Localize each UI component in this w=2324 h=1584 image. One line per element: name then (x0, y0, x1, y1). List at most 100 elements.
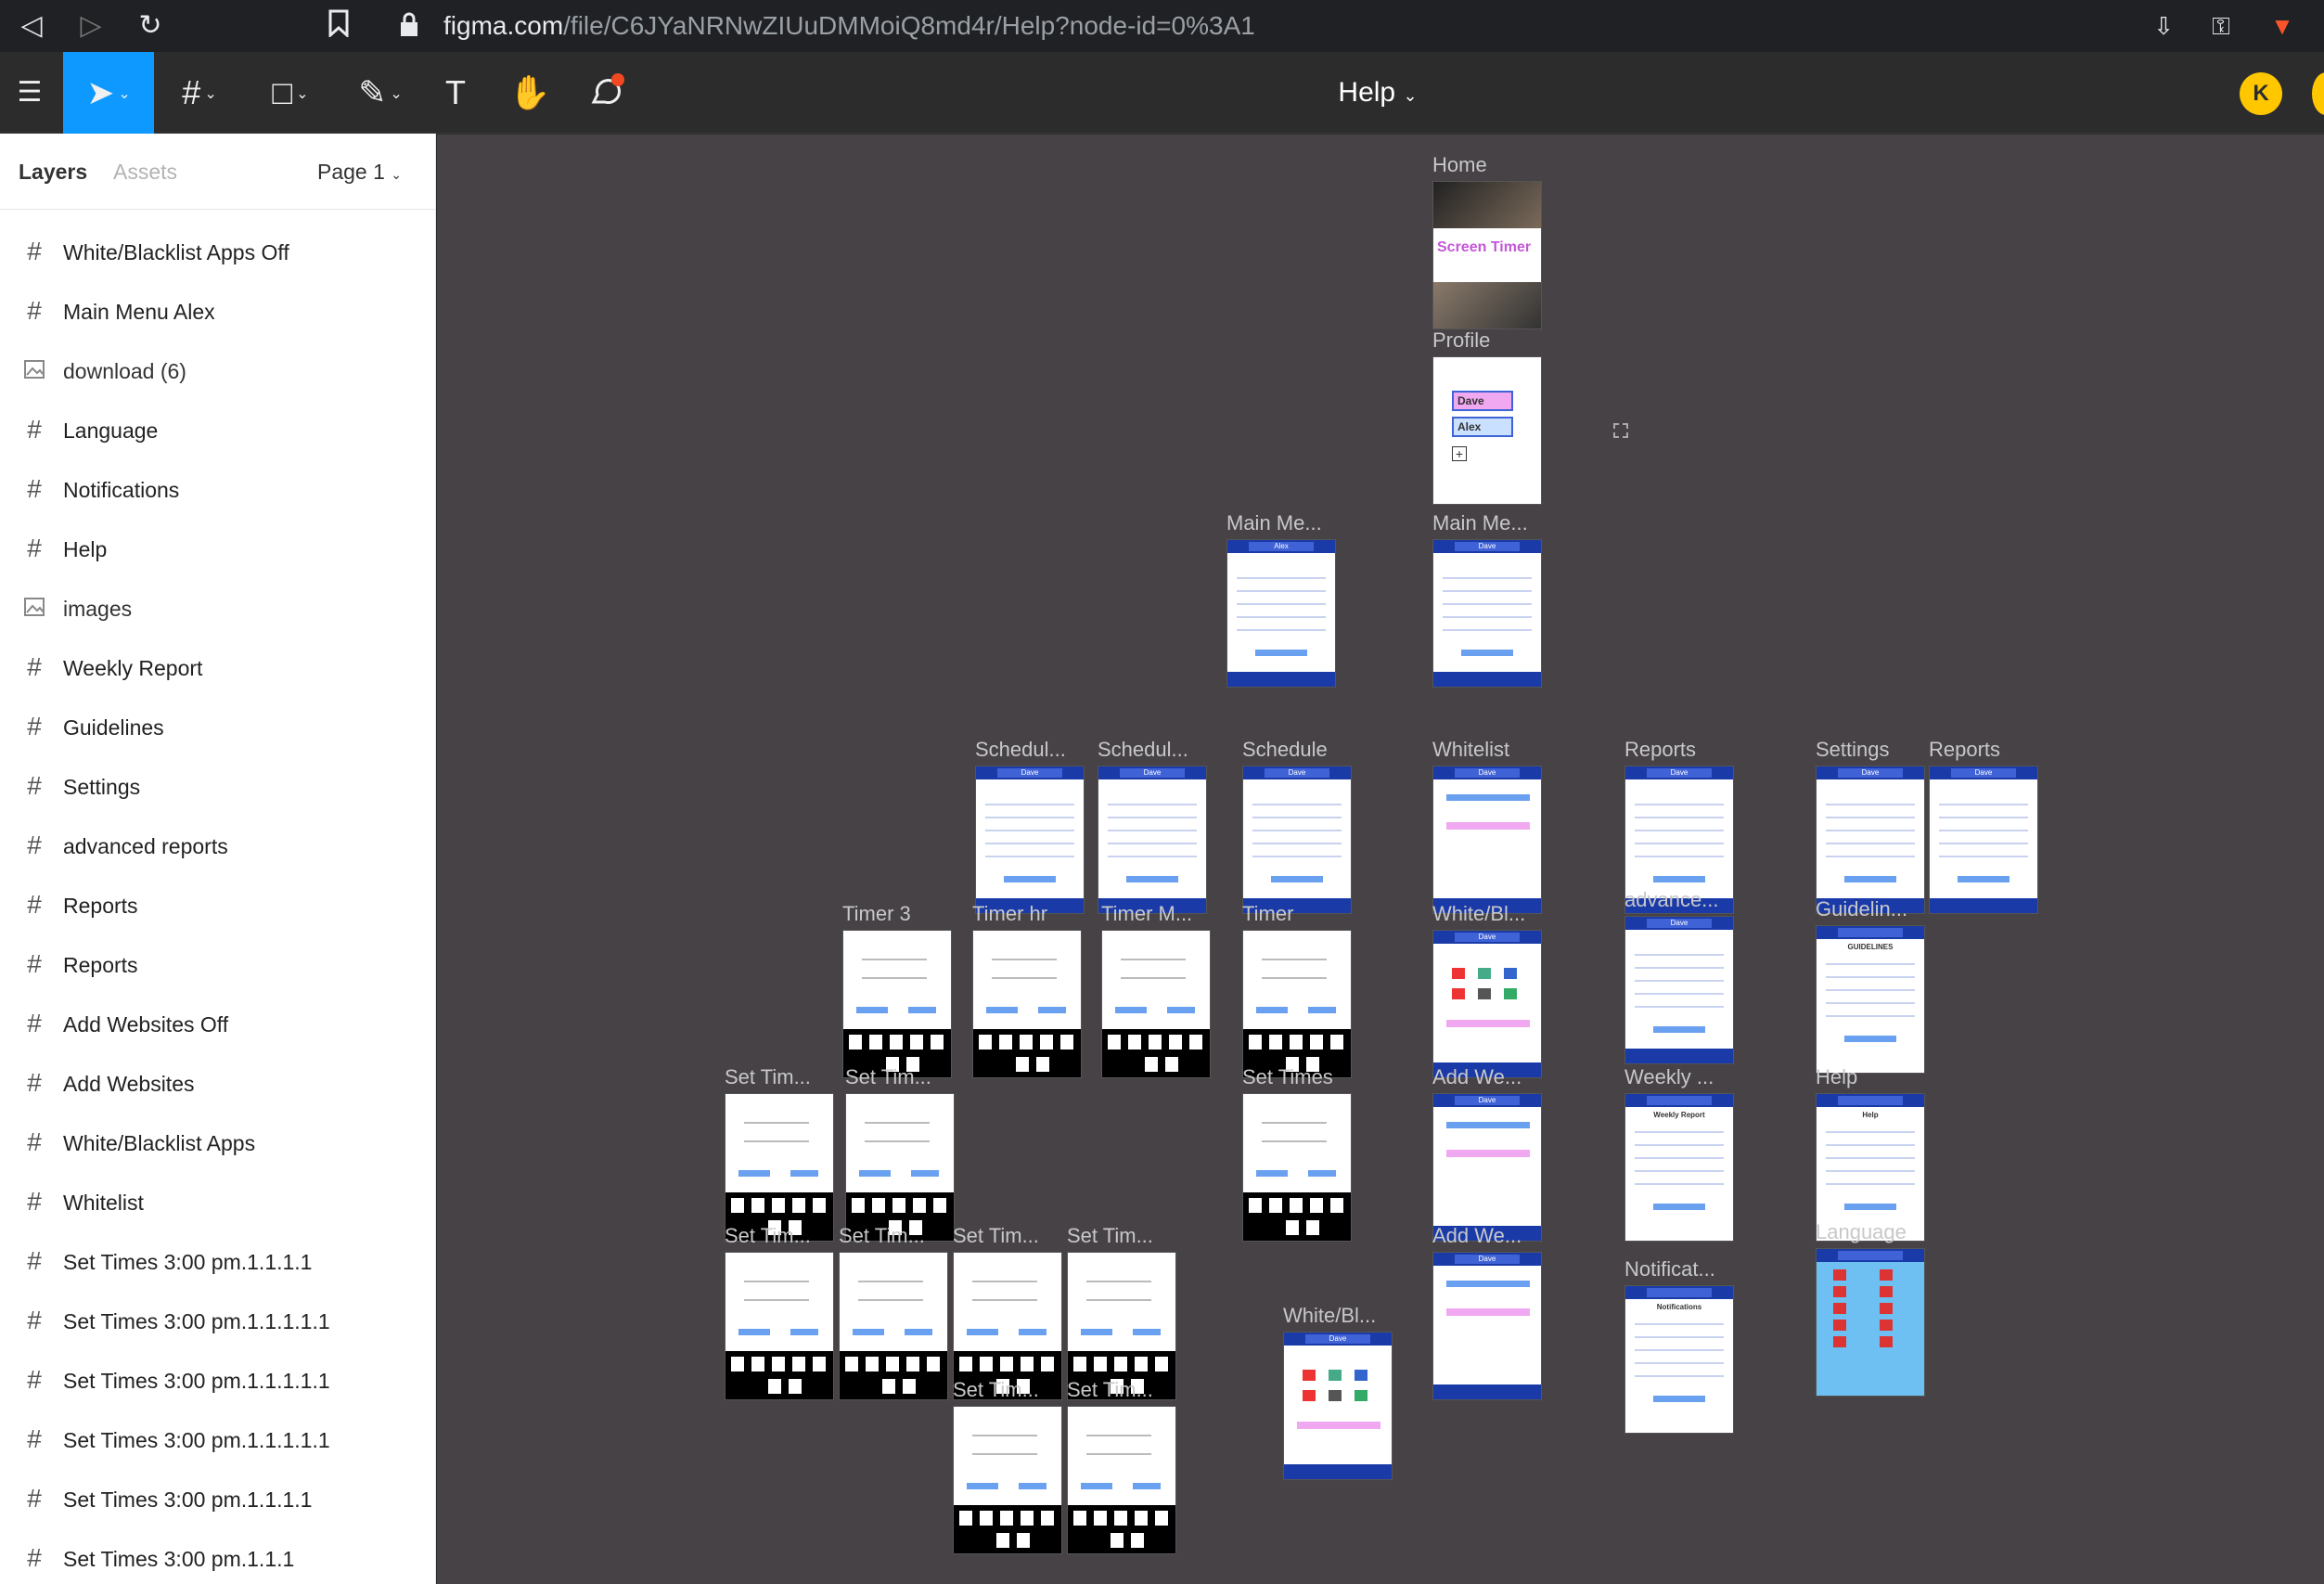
frame-label[interactable]: Guidelin... (1816, 897, 1908, 921)
layer-row[interactable]: #Notifications (0, 460, 436, 520)
frame-label[interactable]: Language (1816, 1220, 1907, 1243)
layer-row[interactable]: #Language (0, 401, 436, 460)
frame-thumbnail[interactable] (725, 1252, 834, 1400)
frame-thumbnail[interactable]: Dave (1432, 930, 1542, 1078)
frame-thumbnail[interactable] (1067, 1252, 1176, 1400)
layer-row[interactable]: #Main Menu Alex (0, 282, 436, 341)
frame-thumbnail[interactable]: Dave (1432, 1252, 1542, 1400)
download-icon[interactable]: ⇩ (2153, 12, 2174, 40)
frame-label[interactable]: Set Tim... (953, 1378, 1039, 1401)
frame-thumbnail[interactable]: Dave (1283, 1332, 1393, 1480)
text-tool-button[interactable]: T (445, 73, 466, 111)
frame-thumbnail[interactable] (845, 1093, 955, 1242)
frame-thumbnail[interactable]: Dave (1098, 766, 1207, 914)
frame-label[interactable]: Reports (1624, 738, 1697, 761)
layer-row[interactable]: #Whitelist (0, 1173, 436, 1232)
frame-thumbnail[interactable]: Help (1816, 1093, 1925, 1242)
frame-label[interactable]: Set Tim... (839, 1224, 925, 1247)
frame-label[interactable]: White/Bl... (1432, 902, 1526, 925)
frame-thumbnail[interactable] (1242, 930, 1352, 1078)
frame-label[interactable]: Set Tim... (953, 1224, 1039, 1247)
frame-label[interactable]: White/Bl... (1283, 1304, 1377, 1327)
frame-label[interactable]: Timer M... (1101, 902, 1193, 925)
layer-row[interactable]: #Reports (0, 876, 436, 935)
frame-thumbnail[interactable] (1816, 1248, 1925, 1397)
forward-icon[interactable]: ▷ (80, 10, 102, 41)
user-avatar[interactable]: K (2240, 72, 2282, 115)
frame-thumbnail[interactable]: Dave (1624, 766, 1734, 914)
frame-tool-button[interactable]: #⌄ (182, 73, 217, 111)
reload-icon[interactable]: ↻ (138, 10, 162, 41)
tab-layers[interactable]: Layers (19, 160, 88, 184)
shape-tool-button[interactable]: □⌄ (272, 73, 309, 111)
frame-label[interactable]: Schedul... (1098, 738, 1188, 761)
brave-shield-icon[interactable]: ▼ (2270, 12, 2294, 40)
bookmark-icon[interactable] (320, 9, 357, 43)
layer-row[interactable]: #advanced reports (0, 817, 436, 876)
share-avatar[interactable] (2312, 72, 2324, 115)
frame-thumbnail[interactable]: Dave (1816, 766, 1925, 914)
frame-label[interactable]: Set Times (1242, 1065, 1333, 1088)
frame-label[interactable]: Timer (1242, 902, 1294, 925)
layer-row[interactable]: #Guidelines (0, 698, 436, 757)
frame-thumbnail[interactable]: Screen Timer (1432, 181, 1542, 329)
layer-row[interactable]: #White/Blacklist Apps (0, 1114, 436, 1173)
layer-row[interactable]: images (0, 579, 436, 638)
frame-thumbnail[interactable]: Dave (1432, 766, 1542, 914)
file-title[interactable]: Help ⌄ (1338, 77, 1418, 108)
frame-label[interactable]: Schedul... (975, 738, 1066, 761)
layer-row[interactable]: #Add Websites (0, 1054, 436, 1114)
frame-label[interactable]: Timer 3 (842, 902, 911, 925)
frame-thumbnail[interactable] (953, 1252, 1062, 1400)
layer-row[interactable]: #Weekly Report (0, 638, 436, 698)
frame-label[interactable]: Notificat... (1624, 1257, 1715, 1281)
frame-thumbnail[interactable]: Dave (1929, 766, 2038, 914)
frame-thumbnail[interactable]: Weekly Report (1624, 1093, 1734, 1242)
layer-row[interactable]: #Reports (0, 935, 436, 995)
frame-label[interactable]: Main Me... (1226, 511, 1322, 534)
key-icon[interactable]: ⚿ (2212, 12, 2230, 40)
frame-label[interactable]: Weekly ... (1624, 1065, 1714, 1088)
layer-row[interactable]: #Settings (0, 757, 436, 817)
layer-row[interactable]: download (6) (0, 341, 436, 401)
layer-row[interactable]: #Set Times 3:00 pm.1.1.1.1.1 (0, 1292, 436, 1351)
frame-label[interactable]: Timer hr (972, 902, 1048, 925)
frame-label[interactable]: Help (1816, 1065, 1858, 1088)
frame-thumbnail[interactable]: Dave (1432, 539, 1542, 688)
frame-label[interactable]: Set Tim... (725, 1065, 811, 1088)
frame-thumbnail[interactable]: Dave (1432, 1093, 1542, 1242)
comment-tool-icon[interactable] (581, 52, 633, 134)
frame-label[interactable]: Add We... (1432, 1224, 1522, 1247)
layer-row[interactable]: #Add Websites Off (0, 995, 436, 1054)
frame-label[interactable]: Whitelist (1432, 738, 1510, 761)
frame-thumbnail[interactable] (842, 930, 952, 1078)
back-icon[interactable]: ◁ (20, 10, 43, 41)
frame-thumbnail[interactable]: Dave (1624, 916, 1734, 1064)
hand-tool-icon[interactable]: ✋ (508, 73, 551, 111)
frame-label[interactable]: Set Tim... (1067, 1224, 1153, 1247)
frame-thumbnail[interactable] (1067, 1406, 1176, 1554)
tab-assets[interactable]: Assets (113, 160, 178, 184)
layer-row[interactable]: #Set Times 3:00 pm.1.1.1.1 (0, 1232, 436, 1292)
layer-row[interactable]: #Set Times 3:00 pm.1.1.1.1.1 (0, 1410, 436, 1470)
address-bar[interactable]: figma.com/file/C6JYaNRNwZIUuDMMoiQ8md4r/… (443, 11, 1255, 40)
layer-row[interactable]: #Set Times 3:00 pm.1.1.1.1 (0, 1470, 436, 1529)
frame-label[interactable]: Settings (1816, 738, 1890, 761)
frame-thumbnail[interactable] (953, 1406, 1062, 1554)
layer-row[interactable]: #Set Times 3:00 pm.1.1.1 (0, 1529, 436, 1584)
frame-label[interactable]: Main Me... (1432, 511, 1528, 534)
frame-label[interactable]: Set Tim... (845, 1065, 931, 1088)
frame-label[interactable]: Set Tim... (1067, 1378, 1153, 1401)
pen-tool-button[interactable]: ✎⌄ (358, 73, 403, 111)
page-selector[interactable]: Page 1 ⌄ (317, 160, 403, 184)
layer-row[interactable]: #Set Times 3:00 pm.1.1.1.1.1 (0, 1351, 436, 1410)
frame-thumbnail[interactable] (725, 1093, 834, 1242)
frame-label[interactable]: Reports (1929, 738, 2001, 761)
frame-label[interactable]: Home (1432, 153, 1487, 176)
frame-label[interactable]: Profile (1432, 328, 1491, 352)
frame-thumbnail[interactable]: Notifications (1624, 1285, 1734, 1434)
main-menu-icon[interactable]: ☰ (17, 77, 43, 108)
frame-thumbnail[interactable] (839, 1252, 948, 1400)
frame-thumbnail[interactable] (972, 930, 1082, 1078)
